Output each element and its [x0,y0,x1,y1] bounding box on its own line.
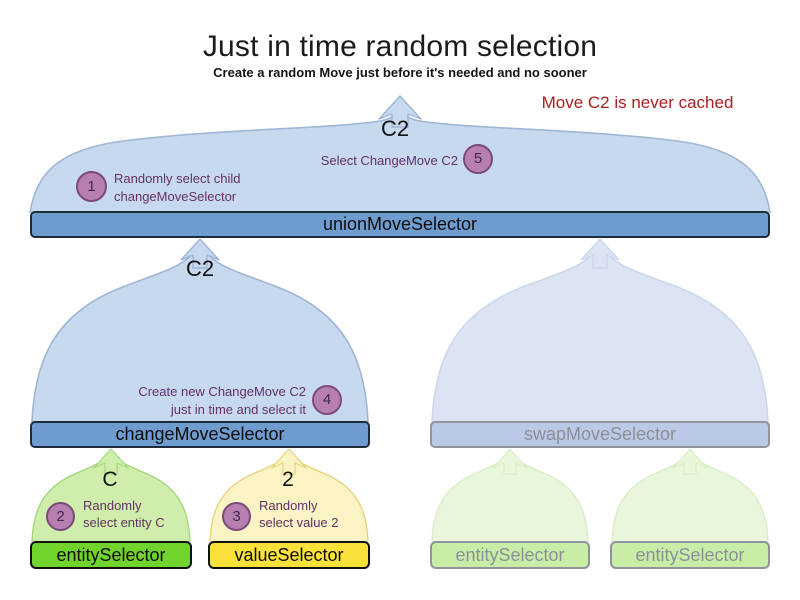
faded-entity-up-arrow-icon-1 [492,449,528,475]
faded-entity-dome-shape-2 [611,449,769,542]
union-dome-shape [29,95,771,213]
step2-annotation: Randomly select entity C [83,497,165,531]
step2-badge: 2 [46,502,75,531]
faded-entity-up-arrow-icon-2 [672,449,708,475]
entity-selector-bar: entitySelector [30,541,192,569]
faded-entity-selector-bar-2: entitySelector [610,541,770,569]
change-selected-move-label: C2 [185,256,215,281]
entity-selected-label: C [102,468,118,491]
step2-line2: select entity C [83,515,165,530]
step1-annotation: Randomly select child changeMoveSelector [114,170,240,206]
union-selected-move-label: C2 [380,116,410,141]
swap-dome [431,242,769,422]
union-up-arrow-icon [378,95,422,128]
step4-line1: Create new ChangeMove C2 [138,384,306,399]
value-up-arrow-icon [271,449,307,475]
step3-badge: 3 [222,502,251,531]
step5-badge: 5 [463,144,493,174]
step1-badge: 1 [76,171,107,202]
entity-up-arrow-icon [93,449,129,475]
swap-move-selector-bar: swapMoveSelector [430,421,770,448]
step3-line2: select value 2 [259,515,339,530]
faded-entity-selector-bar-1: entitySelector [430,541,590,569]
step4-line2: just in time and select it [170,402,306,417]
value-selected-label: 2 [282,468,294,491]
step2-line1: Randomly [83,498,142,513]
step3-annotation: Randomly select value 2 [259,497,339,531]
swap-dome-shape [431,239,769,422]
step4-annotation: Create new ChangeMove C2 just in time an… [126,383,306,419]
change-move-selector-bar: changeMoveSelector [30,421,370,448]
step1-line1: Randomly select child [114,171,241,186]
change-up-arrow-icon [180,239,220,269]
page-title: Just in time random selection [202,30,598,63]
change-dome-shape [31,239,369,422]
cache-note: Move C2 is never cached [541,93,734,112]
step1-line2: changeMoveSelector [114,189,237,204]
swap-up-arrow-icon [580,239,620,269]
faded-entity-dome-shape-1 [431,449,589,542]
union-move-selector-bar: unionMoveSelector [30,211,770,238]
page-subtitle: Create a random Move just before it's ne… [213,65,587,80]
step5-line1: Select ChangeMove C2 [320,153,458,168]
step5-annotation: Select ChangeMove C2 [290,152,458,170]
step4-badge: 4 [312,385,342,415]
step3-line1: Randomly [259,498,318,513]
value-selector-bar: valueSelector [208,541,370,569]
